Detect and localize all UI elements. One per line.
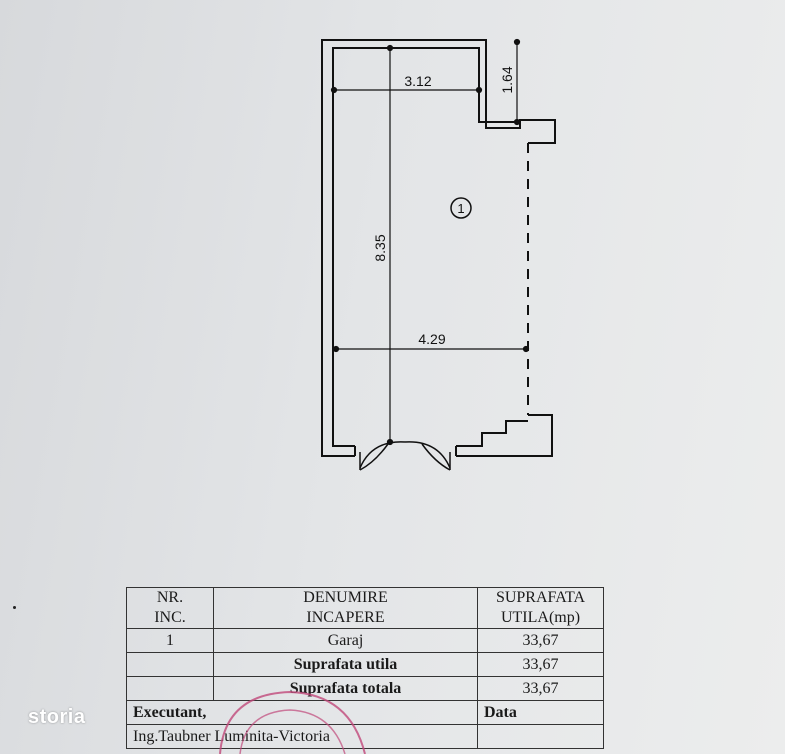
door-symbol (359, 441, 451, 471)
empty-cell (477, 724, 604, 749)
ink-dot (13, 606, 16, 609)
empty-cell (126, 652, 214, 677)
executant-name: Ing.Taubner Luminita-Victoria (126, 724, 478, 749)
header-sup-line2: UTILA(mp) (500, 609, 581, 626)
header-denumire: DENUMIRE INCAPERE (213, 587, 478, 629)
useful-area-value: 33,67 (477, 652, 604, 677)
header-nr-line2: INC. (154, 609, 186, 626)
executant-name-row: Ing.Taubner Luminita-Victoria (126, 724, 604, 749)
header-nr: NR. INC. (126, 587, 214, 629)
certification-stamp (219, 690, 366, 754)
dim-right-offset: 1.64 (499, 66, 515, 93)
total-area-row: Suprafata totala 33,67 (126, 676, 604, 701)
row-name: Garaj (213, 628, 478, 653)
header-suprafata: SUPRAFATA UTILA(mp) (477, 587, 604, 629)
table-header-row: NR. INC. DENUMIRE INCAPERE SUPRAFATA UTI… (126, 587, 604, 629)
dim-length: 8.35 (372, 234, 388, 261)
room-number-circle (450, 197, 472, 219)
header-den-line2: INCAPERE (306, 609, 385, 626)
row-nr: 1 (126, 628, 214, 653)
floor-plan-drawing: 3.12 1.64 8.35 4.29 1 (321, 38, 556, 471)
outer-wall-line-bottom-right (456, 414, 553, 457)
date-label: Data (477, 700, 604, 725)
table-row: 1 Garaj 33,67 (126, 628, 604, 653)
dim-width: 4.29 (418, 331, 445, 347)
useful-area-row: Suprafata utila 33,67 (126, 652, 604, 677)
useful-area-label: Suprafata utila (213, 652, 478, 677)
header-nr-line1: NR. (156, 589, 184, 606)
rooms-table: NR. INC. DENUMIRE INCAPERE SUPRAFATA UTI… (126, 587, 604, 749)
row-area: 33,67 (477, 628, 604, 653)
total-area-value: 33,67 (477, 676, 604, 701)
inner-wall-line (332, 47, 520, 447)
inner-wall-line-bottom-right (456, 420, 528, 447)
dim-top-width: 3.12 (404, 73, 431, 89)
header-den-line1: DENUMIRE (303, 589, 388, 606)
room-number: 1 (457, 201, 464, 216)
outer-wall-line (321, 39, 556, 457)
watermark-logo: storia (28, 706, 86, 728)
header-sup-line1: SUPRAFATA (495, 589, 586, 606)
